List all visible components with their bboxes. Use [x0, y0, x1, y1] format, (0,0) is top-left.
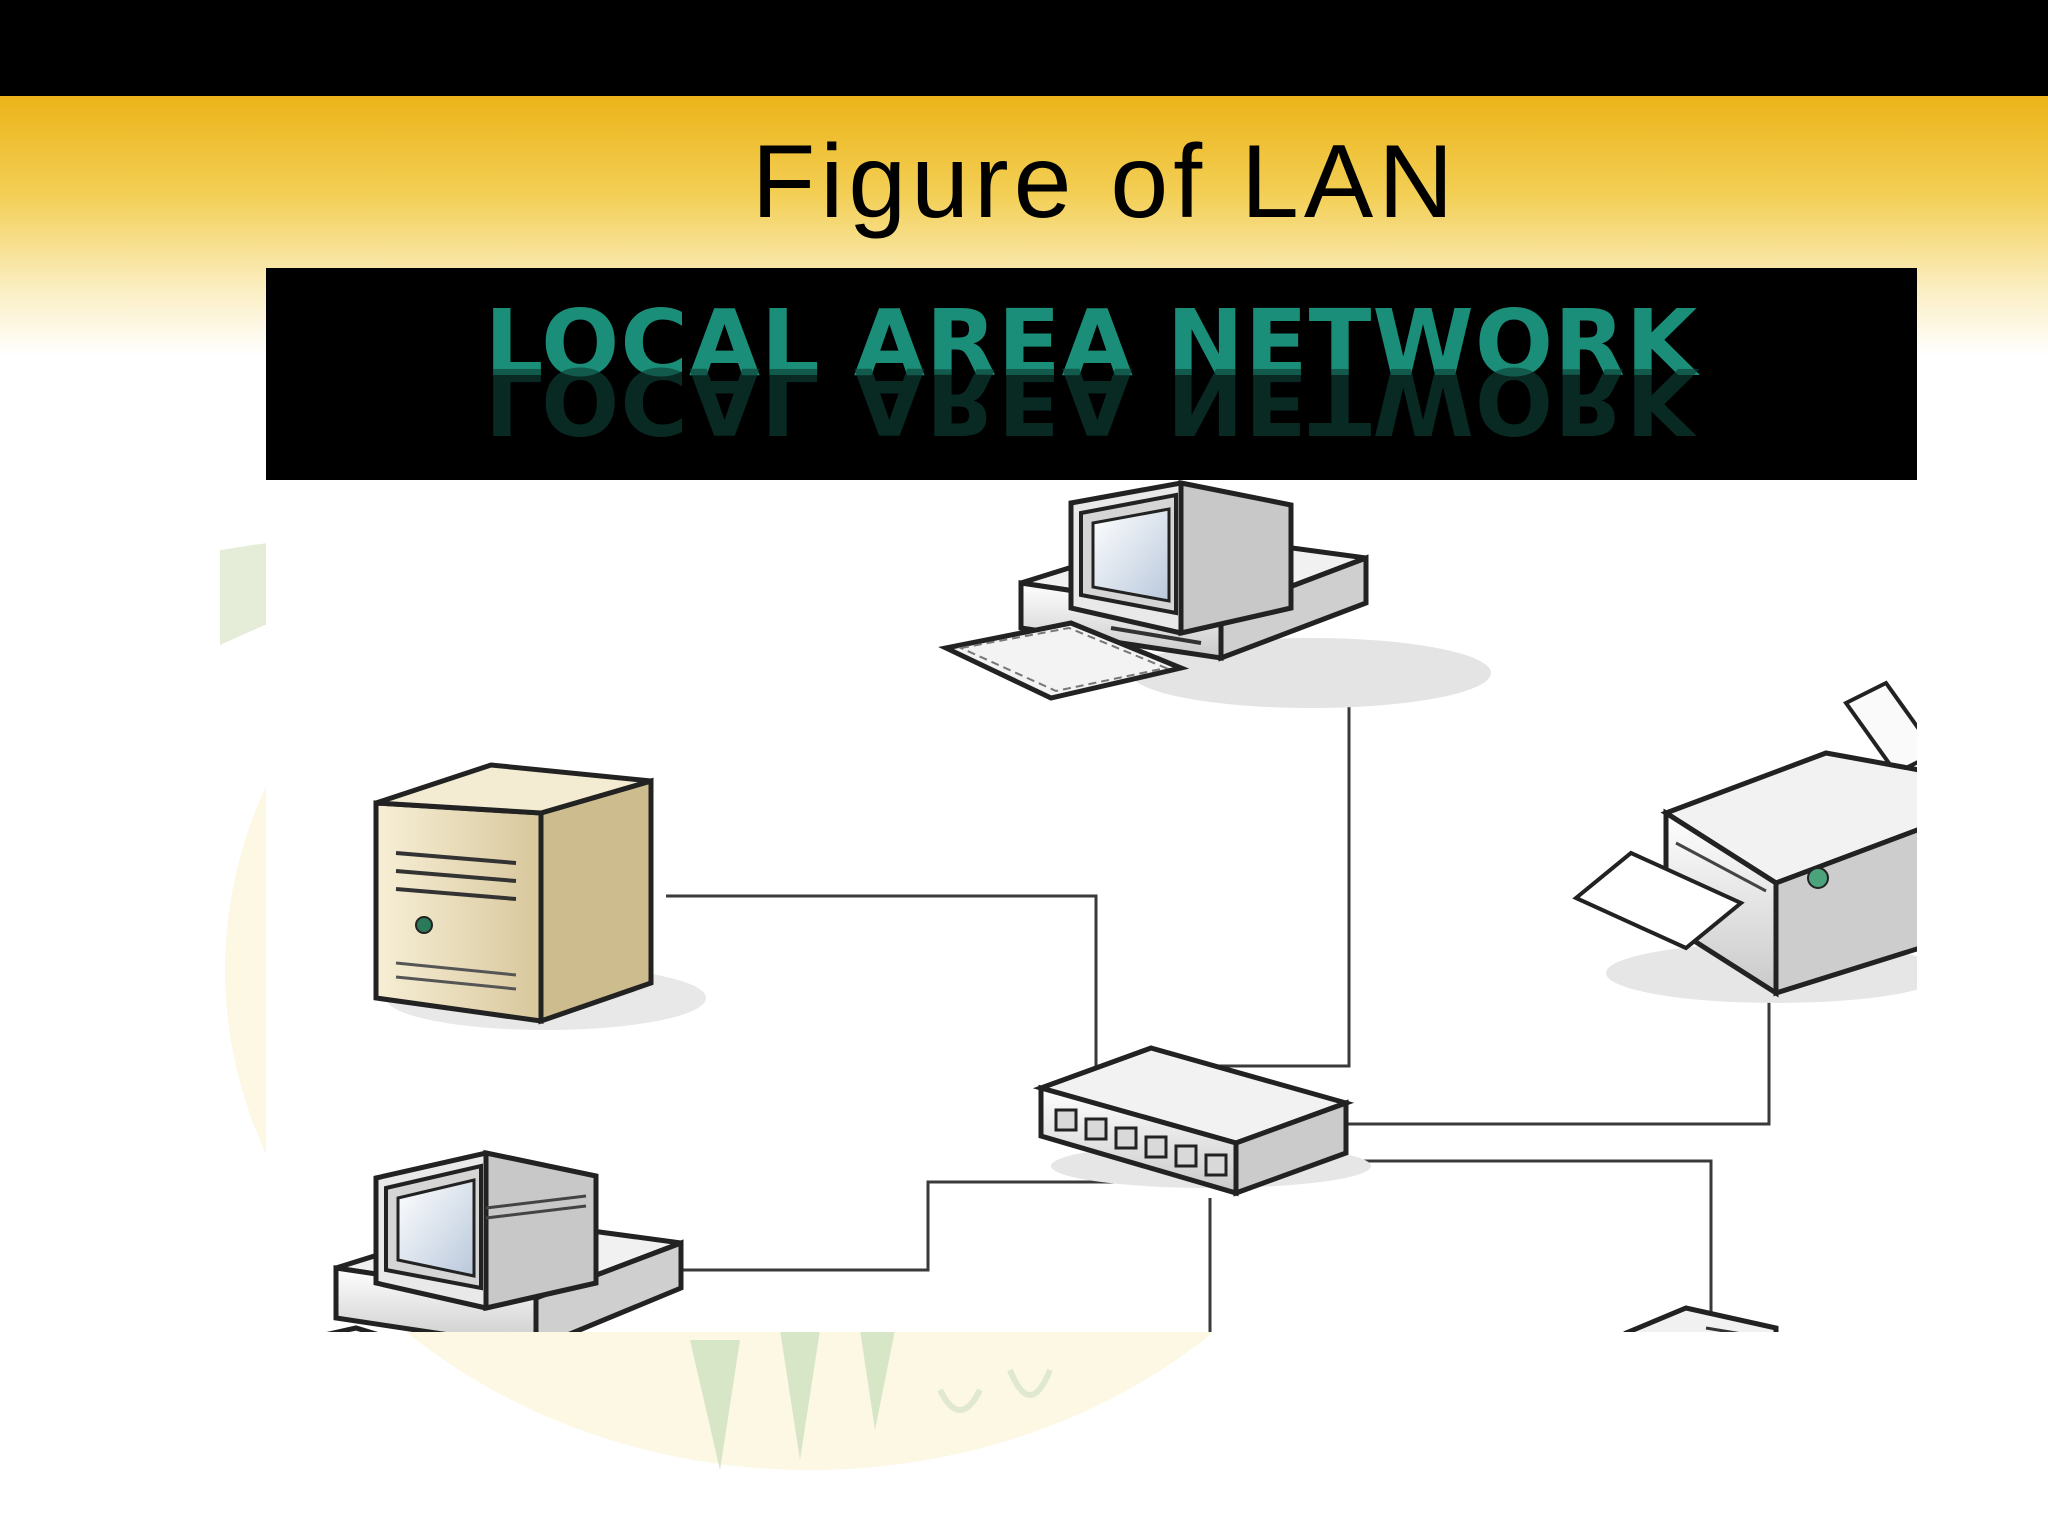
cable-desktop-top-to-switch	[1216, 690, 1351, 1068]
desktop-computer-icon	[326, 1149, 684, 1332]
slide-title: Figure of LAN	[751, 124, 1459, 240]
network-cables	[640, 690, 1771, 1332]
cable-switch-to-bottom-right	[1341, 1159, 1713, 1332]
server-icon	[373, 762, 706, 1030]
device-icon	[1623, 1305, 1779, 1332]
figure-header: LOCAL AREA NETWORK LOCAL AREA NETWORK	[266, 268, 1917, 480]
top-bar	[0, 0, 2048, 96]
network-diagram	[326, 479, 1917, 1332]
switch-icon	[1032, 1045, 1371, 1197]
cable-server-to-switch	[666, 894, 1098, 1084]
lan-figure: LOCAL AREA NETWORK LOCAL AREA NETWORK	[266, 268, 1917, 1332]
printer-icon	[1572, 680, 1917, 1003]
desktop-computer-icon	[938, 479, 1491, 708]
cable-switch-to-printer	[1334, 973, 1771, 1126]
figure-heading: LOCAL AREA NETWORK	[484, 290, 1699, 397]
cable-switch-to-bottom-desktop	[640, 1180, 1206, 1272]
